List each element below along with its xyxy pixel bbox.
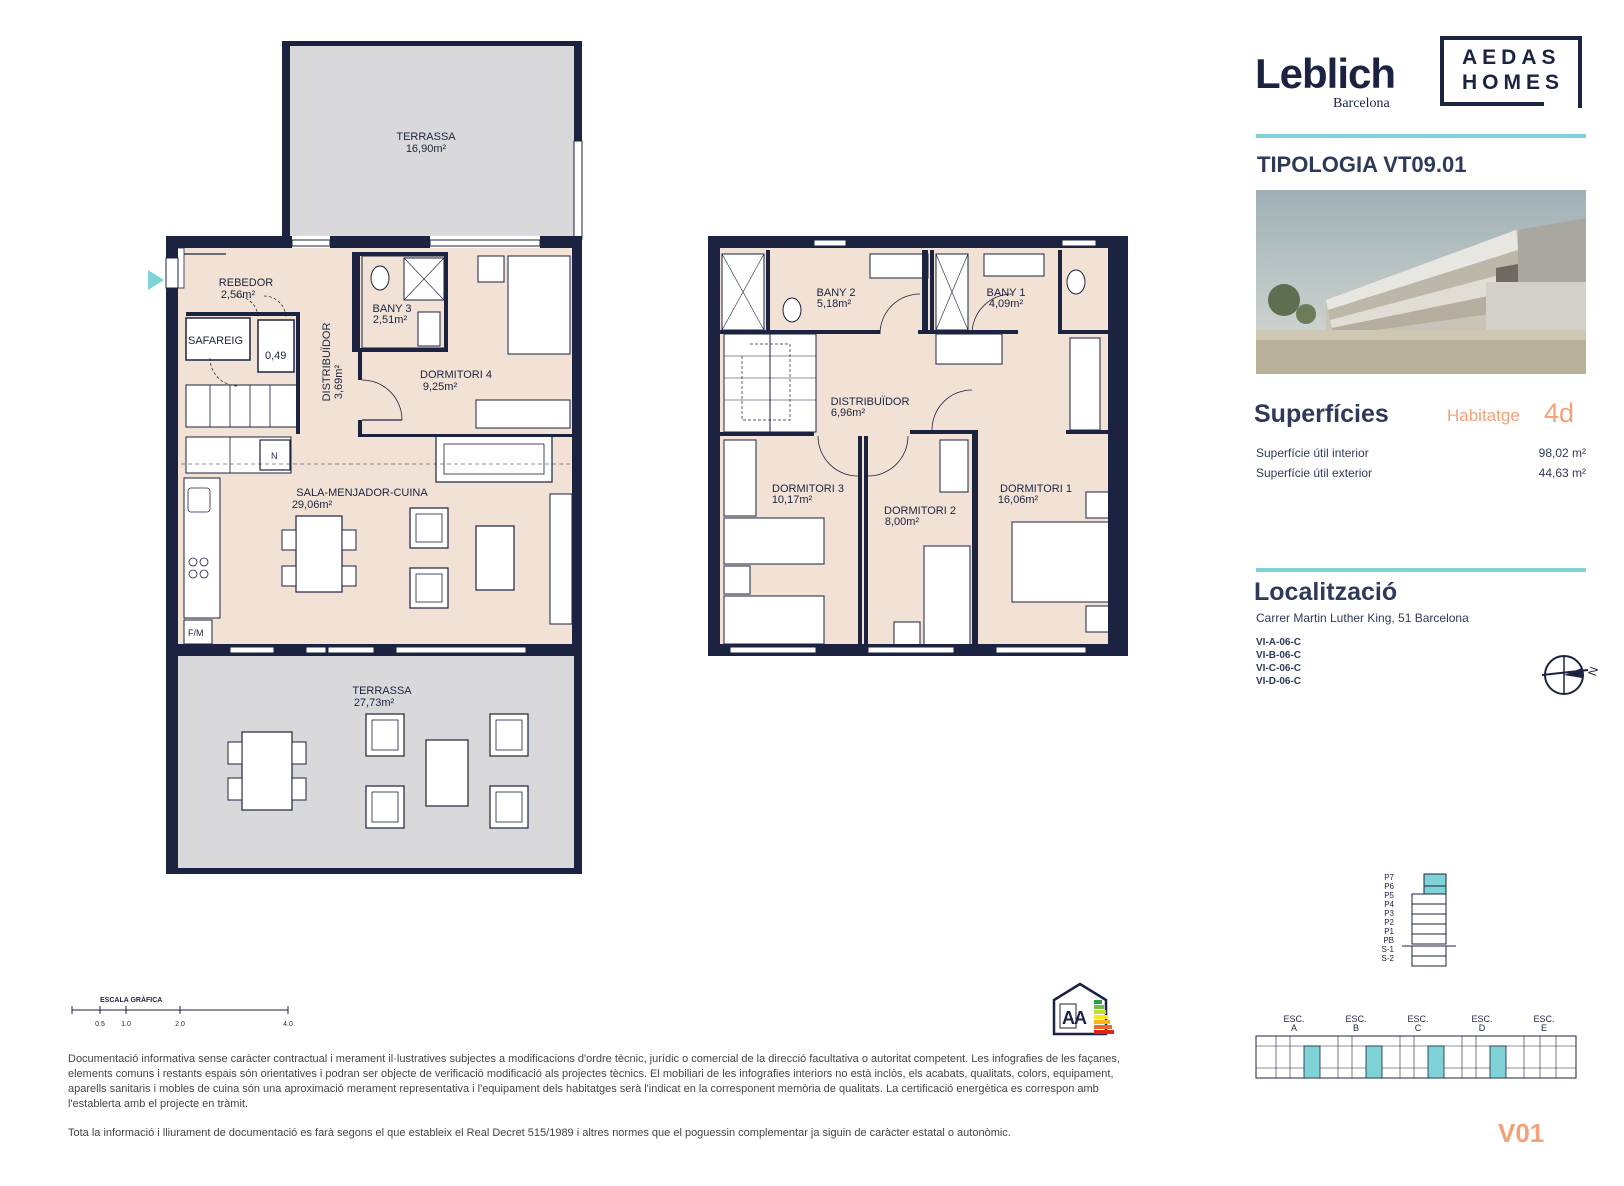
scale-tick-3: 2.0 [175,1021,185,1028]
compass-icon: N [1541,655,1601,695]
room-name-bany2: BANY 2 [817,287,856,299]
label-fm: F/M [188,628,204,638]
floor-p1: P1 [1384,927,1394,936]
room-area-terrassa-bottom: 27,73m² [354,697,395,709]
label-area-049: 0,49 [265,350,286,362]
room-area-distribuidor-lower: 3,69m² [333,365,345,400]
energy-letter-2: A [1074,1008,1087,1028]
divider-location [1256,568,1586,572]
floor-p5: P5 [1384,891,1394,900]
esc-b-letter: B [1353,1023,1359,1033]
room-name-sala-menjador-cuina: SALA-MENJADOR-CUINA [296,487,428,499]
developer-logo-line1: AEDAS [1462,46,1561,69]
room-area-dormitori3: 10,17m² [772,494,813,506]
room-area-rebedor: 2,56m² [221,289,256,301]
label-safareig: SAFAREIG [188,335,243,347]
room-name-bany3: BANY 3 [373,303,412,315]
room-name-dormitori4: DORMITORI 4 [420,369,492,381]
floor-level-diagram: P7 P6 P5 P4 P3 P2 P1 PB S-1 S-2 [1382,873,1456,967]
surface-exterior-value: 44,63 m² [1538,466,1586,480]
room-area-dormitori2: 8,00m² [885,516,920,528]
room-area-bany2: 5,18m² [817,298,852,310]
room-name-terrassa-bottom: TERRASSA [352,685,412,697]
room-name-dormitori2: DORMITORI 2 [884,505,956,517]
esc-e-label: ESC. [1533,1014,1554,1024]
energy-label-icon: A A [1052,982,1114,1036]
dwelling-type-label: Habitatge [1447,406,1520,425]
developer-logo-line2: HOMES [1462,71,1565,94]
esc-c-letter: C [1415,1023,1422,1033]
esc-a-label: ESC. [1283,1014,1304,1024]
staircase-key-diagram: ESC. A ESC. B ESC. C ESC. D ESC. E [1255,1014,1577,1079]
building-render-image [1256,190,1586,374]
room-area-sala-menjador-cuina: 29,06m² [292,499,333,511]
compass-north-label: N [1585,665,1601,678]
terrace-top-fill [284,44,574,236]
surface-interior-label: Superfície útil interior [1256,446,1369,460]
floor-p3: P3 [1384,909,1394,918]
room-area-distribuidor-upper: 6,96m² [831,407,866,419]
energy-letter-1: A [1062,1008,1075,1028]
lower-floor-plan: TERRASSA 16,90m² REBEDOR 2,56m² BANY 3 2… [148,41,583,874]
legal-disclaimer-2: Tota la informació i lliurament de docum… [68,1127,1011,1139]
label-n: N [271,451,278,461]
floor-p4: P4 [1384,900,1394,909]
esc-d-label: ESC. [1471,1014,1492,1024]
floor-s2: S-2 [1382,954,1395,963]
unit-codes: VI-A-06-C VI-B-06-C VI-C-06-C VI-D-06-C [1256,636,1301,688]
scale-title: ESCALA GRÀFICA [100,995,162,1004]
room-area-bany1: 4,09m² [989,298,1024,310]
legal-disclaimer: Documentació informativa sense caràcter … [68,1053,1120,1110]
esc-d-letter: D [1479,1023,1486,1033]
room-area-terrassa-top: 16,90m² [406,143,447,155]
room-name-distribuidor-upper: DISTRIBUÏDOR [831,396,910,408]
room-area-dormitori1: 16,06m² [998,494,1039,506]
esc-a-letter: A [1291,1023,1297,1033]
scale-tick-4: 4.0 [283,1021,293,1028]
room-area-dormitori4: 9,25m² [423,381,458,393]
unit-code-d: VI-D-06-C [1256,676,1302,687]
upper-floor-plan: BANY 2 5,18m² BANY 1 4,09m² DISTRIBUÏDOR… [708,236,1128,656]
unit-code-b: VI-B-06-C [1256,650,1302,661]
entrance-arrow-icon [148,270,164,290]
location-address: Carrer Martin Luther King, 51 Barcelona [1256,611,1469,625]
divider-top [1256,134,1586,138]
room-name-dormitori3: DORMITORI 3 [772,483,844,495]
floor-s1: S-1 [1382,945,1395,954]
dwelling-type-value: 4d [1544,398,1575,428]
room-name-bany1: BANY 1 [987,287,1026,299]
floor-pb: PB [1383,936,1394,945]
brand-city: Barcelona [1333,96,1390,111]
brand-logo-text: Leblich [1255,50,1396,97]
surface-interior-value: 98,02 m² [1538,446,1586,460]
floor-p6: P6 [1384,882,1394,891]
floor-p2: P2 [1384,918,1394,927]
unit-code-a: VI-A-06-C [1256,637,1302,648]
surface-exterior-label: Superfície útil exterior [1256,466,1373,480]
room-name-dormitori1: DORMITORI 1 [1000,483,1072,495]
typology-title: TIPOLOGIA VT09.01 [1257,152,1467,177]
room-name-terrassa-top: TERRASSA [396,131,456,143]
esc-c-label: ESC. [1407,1014,1428,1024]
esc-e-letter: E [1541,1023,1547,1033]
scale-bar: ESCALA GRÀFICA 0.5 1.0 2.0 4.0 [71,995,293,1028]
location-title: Localització [1254,578,1398,606]
unit-code-c: VI-C-06-C [1256,663,1302,674]
surfaces-title: Superfícies [1254,400,1389,428]
scale-tick-2: 1.0 [121,1021,131,1028]
room-name-rebedor: REBEDOR [219,277,273,289]
room-area-bany3: 2,51m² [373,314,408,326]
room-name-distribuidor-lower: DISTRIBUÏDOR [321,323,333,402]
floor-p7: P7 [1384,873,1394,882]
esc-b-label: ESC. [1345,1014,1366,1024]
version-label: V01 [1498,1118,1545,1148]
scale-tick-1: 0.5 [95,1021,105,1028]
